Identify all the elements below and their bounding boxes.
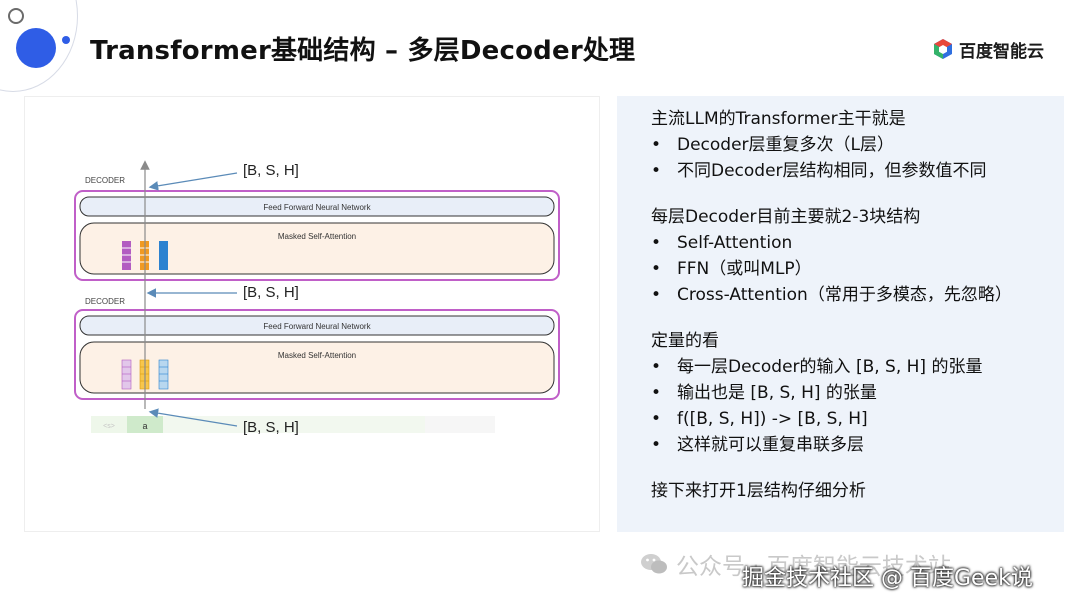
bullet-item: •Decoder层重复多次（L层） <box>651 135 895 155</box>
decoder-stack-svg: DECODER Feed Forward Neural Network Mask… <box>74 160 560 436</box>
token-current: a <box>142 421 147 431</box>
baidu-cloud-logo-icon <box>934 39 952 59</box>
shape-arrow-bottom <box>148 408 238 427</box>
ffn-label-top: Feed Forward Neural Network <box>263 203 371 212</box>
notes-heading: 主流LLM的Transformer主干就是 <box>651 109 906 129</box>
attention-box-top <box>79 222 555 275</box>
juejin-watermark: 掘金技术社区 @ 百度Geek说 <box>742 566 1033 591</box>
shape-label-top: [B, S, H] <box>243 162 299 179</box>
bullet-item: •这样就可以重复串联多层 <box>651 435 864 455</box>
decoder-label-top: DECODER <box>85 176 125 185</box>
decorative-circle-large <box>16 28 56 68</box>
notes-section-blocks: 每层Decoder目前主要就2-3块结构 •Self-Attention •FF… <box>651 204 1064 308</box>
decoder-stack-diagram: DECODER Feed Forward Neural Network Mask… <box>24 96 600 532</box>
decorative-ring <box>8 8 24 24</box>
notes-heading: 每层Decoder目前主要就2-3块结构 <box>651 207 921 227</box>
bullet-item: •不同Decoder层结构相同，但参数值不同 <box>651 161 987 181</box>
bullet-item: •Self-Attention <box>651 233 793 253</box>
watermark-line1: 公众号 · 百度智能云技术站 <box>676 554 951 580</box>
wechat-watermark: 公众号 · 百度智能云技术站 <box>640 547 951 581</box>
token-strip: <s> a <box>91 416 495 433</box>
attention-label-bottom: Masked Self-Attention <box>278 351 356 360</box>
bullet-item: •输出也是 [B, S, H] 的张量 <box>651 383 877 403</box>
shape-arrow-top <box>148 172 238 191</box>
ffn-label-bottom: Feed Forward Neural Network <box>263 322 371 331</box>
baidu-cloud-logo: 百度智能云 <box>932 36 1044 62</box>
attention-box-bottom <box>79 341 555 394</box>
notes-heading: 定量的看 <box>651 331 719 351</box>
bullet-item: •每一层Decoder的输入 [B, S, H] 的张量 <box>651 357 983 377</box>
decorative-circle-small <box>62 36 70 44</box>
decoder-block-top <box>74 190 560 281</box>
slide-title: Transformer基础结构 – 多层Decoder处理 <box>90 36 636 66</box>
shape-label-bottom: [B, S, H] <box>243 419 299 436</box>
ffn-box-bottom <box>79 315 555 336</box>
decoder-label-bottom: DECODER <box>85 297 125 306</box>
ffn-box-top <box>79 196 555 217</box>
logo-text: 百度智能云 <box>959 41 1044 62</box>
bullet-item: •Cross-Attention（常用于多模态，先忽略） <box>651 285 1012 305</box>
bullet-item: •FFN（或叫MLP） <box>651 259 812 279</box>
attention-label-top: Masked Self-Attention <box>278 232 356 241</box>
notes-section-backbone: 主流LLM的Transformer主干就是 •Decoder层重复多次（L层） … <box>651 106 1064 184</box>
shape-label-middle: [B, S, H] <box>243 284 299 301</box>
bullet-item: •f([B, S, H]) -> [B, S, H] <box>651 409 868 429</box>
notes-panel: 主流LLM的Transformer主干就是 •Decoder层重复多次（L层） … <box>617 96 1064 532</box>
token-prev: <s> <box>103 423 115 430</box>
notes-closing: 接下来打开1层结构仔细分析 <box>651 481 866 501</box>
decoder-block-bottom <box>74 309 560 400</box>
notes-section-quantitative: 定量的看 •每一层Decoder的输入 [B, S, H] 的张量 •输出也是 … <box>651 328 1064 458</box>
wechat-icon <box>641 554 667 574</box>
